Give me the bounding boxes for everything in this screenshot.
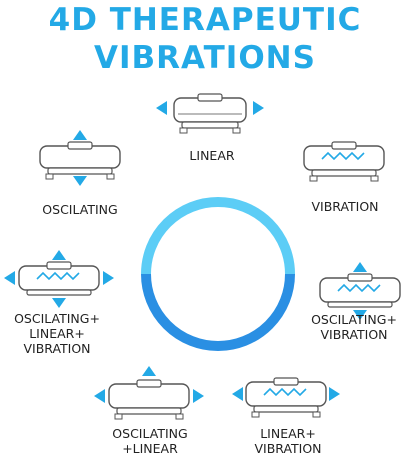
device-oscilating-linear-vibration xyxy=(4,250,114,308)
device-oscilating-vibration xyxy=(319,262,401,320)
arrow-left-icon xyxy=(94,389,105,403)
label-oscilating-linear: OSCILATING +LINEAR xyxy=(112,426,188,456)
arrow-left-icon xyxy=(156,101,167,115)
arrow-up-icon xyxy=(142,366,156,376)
device-linear xyxy=(156,93,264,134)
arrow-left-icon xyxy=(232,387,243,401)
device-vibration xyxy=(303,141,385,182)
label-oscilating-linear-vibration: OSCILATING+ LINEAR+ VIBRATION xyxy=(14,311,100,356)
label-linear: LINEAR xyxy=(189,148,235,163)
arrow-right-icon xyxy=(329,387,340,401)
device-oscilating-linear xyxy=(94,366,204,420)
arrow-down-icon xyxy=(52,298,66,308)
title-line-2: VIBRATIONS xyxy=(94,40,316,76)
arrow-right-icon xyxy=(253,101,264,115)
wave-icon xyxy=(263,387,307,397)
label-vibration: VIBRATION xyxy=(311,199,379,214)
label-oscilating-vibration: OSCILATING+ VIBRATION xyxy=(311,312,397,342)
wave-icon xyxy=(321,151,365,161)
arrow-up-icon xyxy=(52,250,66,260)
ring-graphic xyxy=(141,197,295,351)
arrow-up-icon xyxy=(353,262,367,272)
device-linear-vibration xyxy=(232,377,340,418)
arrow-up-icon xyxy=(73,130,87,140)
arrow-right-icon xyxy=(103,271,114,285)
title-line-1: 4D THERAPEUTIC xyxy=(48,2,362,38)
label-oscilating: OSCILATING xyxy=(42,202,118,217)
wave-icon xyxy=(337,283,381,293)
arrow-left-icon xyxy=(4,271,15,285)
arrow-down-icon xyxy=(353,310,367,320)
device-oscilating xyxy=(39,130,121,186)
arrow-down-icon xyxy=(73,176,87,186)
arrow-right-icon xyxy=(193,389,204,403)
wave-icon xyxy=(36,271,80,281)
label-linear-vibration: LINEAR+ VIBRATION xyxy=(254,426,322,456)
